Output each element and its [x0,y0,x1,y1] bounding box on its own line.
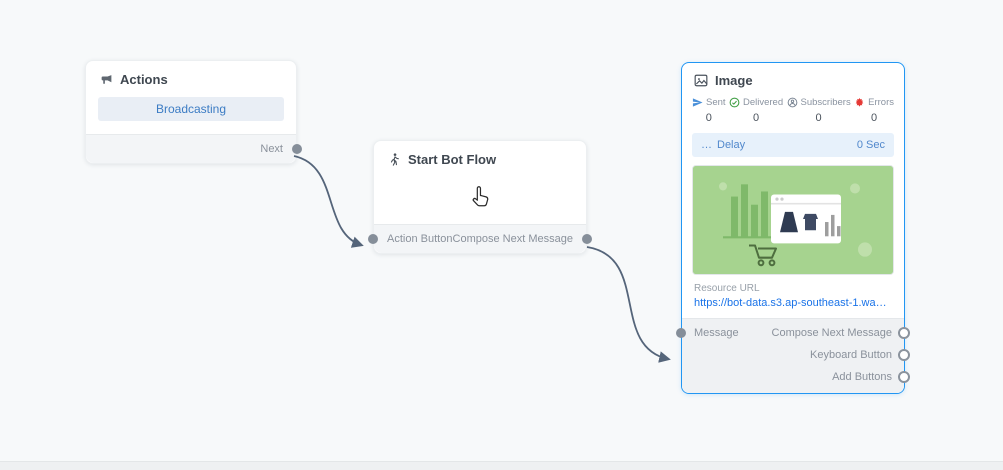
stat-sent-value: 0 [705,112,712,124]
send-icon [692,97,703,108]
stats-row: Sent 0 Delivered 0 Subscribers [682,94,904,124]
stat-subscribers-value: 0 [815,112,822,124]
node-start-title: Start Bot Flow [408,152,497,167]
stat-subscribers-label: Subscribers [800,97,851,108]
input-label-message: Message [694,327,739,339]
node-image-header: Image [682,63,904,94]
node-image[interactable]: Image Sent 0 Delivered 0 [676,62,910,394]
node-actions-footer: Next [86,134,302,163]
edge-startflow-to-image [586,246,671,363]
image-preview[interactable] [692,165,894,275]
stat-subscribers: Subscribers 0 [787,97,851,124]
stat-delivered-label: Delivered [742,97,784,108]
io-row-add-buttons: Add Buttons [682,366,910,388]
input-label-action-button: Action Button [387,233,453,245]
input-port-message[interactable] [676,328,686,338]
stat-delivered: Delivered 0 [729,97,783,124]
output-port-next[interactable] [292,144,302,154]
image-icon [694,74,708,87]
output-port-compose-next-message[interactable] [582,234,592,244]
io-row-message: Message Compose Next Message [676,322,910,344]
stat-errors: Errors 0 [854,97,894,124]
ellipsis-icon: … [701,139,712,151]
stat-sent-label: Sent [706,97,726,108]
stat-delivered-value: 0 [752,112,760,124]
megaphone-icon [100,73,113,86]
output-label-add-buttons: Add Buttons [832,371,892,383]
resource-url-label: Resource URL [694,283,760,294]
output-label-keyboard-button: Keyboard Button [810,349,892,361]
node-image-footer: Message Compose Next Message Keyboard Bu… [676,318,910,393]
output-port-keyboard-button[interactable] [898,349,910,361]
walking-person-icon [388,152,401,167]
node-image-title: Image [715,73,753,88]
output-label-next: Next [260,143,283,155]
node-start-body [374,174,586,224]
output-port-compose-next-message-2[interactable] [898,327,910,339]
subscribers-icon [787,97,798,108]
output-label-compose-next-message: Compose Next Message [452,233,573,245]
resource-section: Resource URL https://bot-data.s3.ap-sout… [682,275,904,318]
node-start-header: Start Bot Flow [374,141,586,174]
check-circle-icon [729,97,740,108]
output-port-add-buttons[interactable] [898,371,910,383]
input-port-action-button[interactable] [368,234,378,244]
canvas-bottom-edge [0,461,1003,470]
delay-row[interactable]: … Delay 0 Sec [692,133,894,157]
delay-value: 0 Sec [856,139,885,151]
delay-label: Delay [717,139,746,151]
stat-sent: Sent 0 [692,97,726,124]
stat-errors-value: 0 [871,112,878,124]
node-start-bot-flow[interactable]: Start Bot Flow Action Button Compose Nex… [368,140,592,254]
node-start-footer: Action Button Compose Next Message [368,224,592,253]
broadcasting-button[interactable]: Broadcasting [98,97,284,121]
node-actions-header: Actions [86,61,296,94]
output-label-compose-next-message-2: Compose Next Message [771,327,892,339]
node-actions[interactable]: Actions Broadcasting Next [85,60,302,164]
shopping-illustration [693,166,893,274]
resource-url-link[interactable]: https://bot-data.s3.ap-southeast-1.wasab… [694,297,892,309]
node-actions-title: Actions [120,72,168,87]
errors-icon [854,97,865,108]
io-row-keyboard-button: Keyboard Button [682,344,910,366]
stat-errors-label: Errors [868,97,894,108]
edge-actions-to-startflow [293,155,364,248]
